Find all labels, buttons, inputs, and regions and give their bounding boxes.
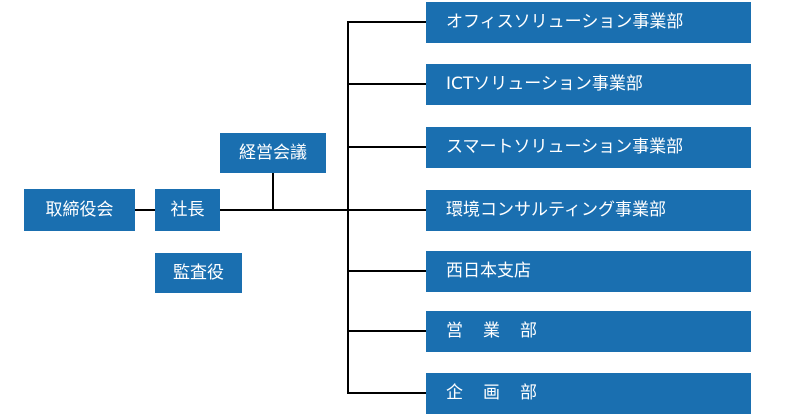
auditor-box: 監査役 (155, 253, 242, 293)
department-label: 営業部 (446, 321, 557, 341)
president-label: 社長 (170, 199, 205, 220)
department-label: 企画部 (446, 383, 557, 403)
board-of-directors-box: 取締役会 (24, 189, 135, 231)
management-meeting-label: 経営会議 (239, 142, 307, 163)
department-box: 西日本支店 (426, 251, 751, 292)
department-label: 西日本支店 (446, 261, 531, 281)
auditor-label: 監査役 (173, 262, 224, 283)
board-label: 取締役会 (45, 199, 114, 220)
department-box: スマートソリューション事業部 (426, 127, 751, 168)
department-label: オフィスソリューション事業部 (446, 12, 684, 32)
department-box: 環境コンサルティング事業部 (426, 190, 751, 231)
department-box: 営業部 (426, 311, 751, 352)
department-label: ICTソリューション事業部 (446, 74, 643, 94)
department-label: スマートソリューション事業部 (446, 137, 684, 157)
department-box: 企画部 (426, 373, 751, 414)
president-box: 社長 (155, 189, 220, 231)
department-box: オフィスソリューション事業部 (426, 2, 751, 43)
department-box: ICTソリューション事業部 (426, 64, 751, 105)
management-meeting-box: 経営会議 (220, 133, 326, 173)
department-label: 環境コンサルティング事業部 (446, 200, 666, 220)
